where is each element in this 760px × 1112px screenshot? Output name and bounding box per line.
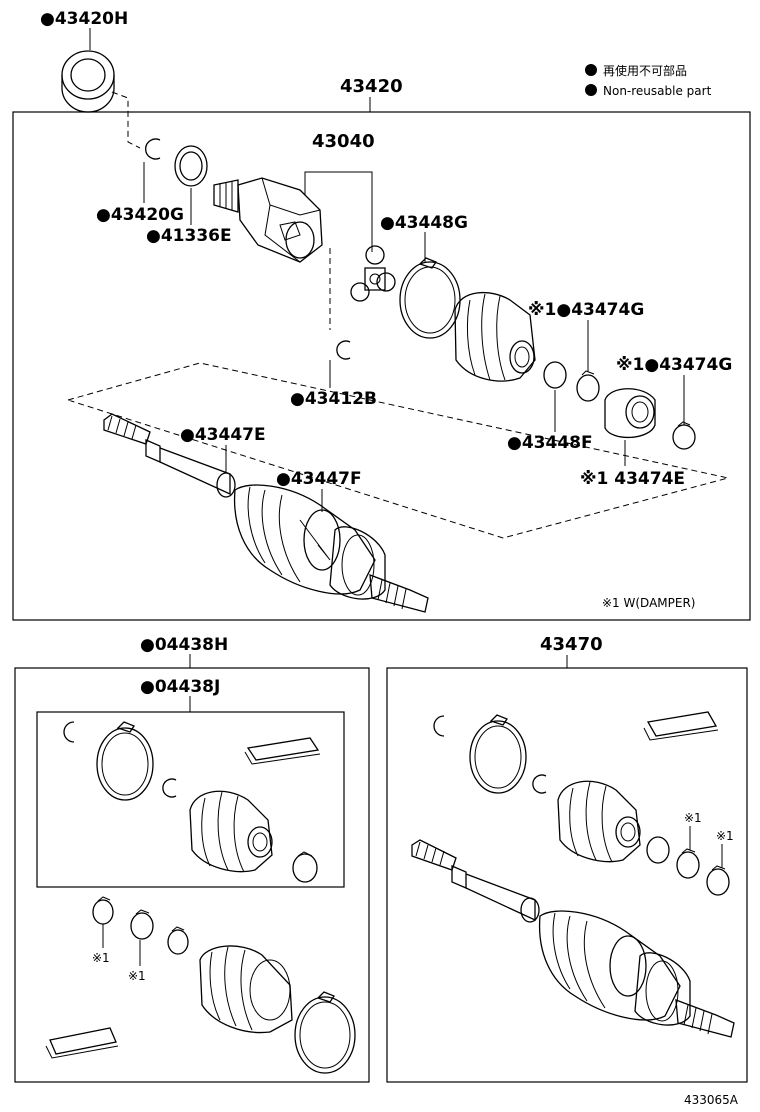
kit-04438J-parts [63, 721, 321, 883]
label-43474G-a: ※1●43474G [528, 300, 644, 320]
snap-ring-43412B [336, 340, 351, 360]
label-04438H: ●04438H [140, 635, 228, 655]
label-04438J: ●04438J [140, 677, 220, 697]
diagram-code: 433065A [684, 1093, 739, 1107]
leader-line [304, 171, 373, 252]
label-43040: 43040 [312, 131, 375, 152]
joint-housing-43040 [213, 177, 323, 263]
label-43412B: ●43412B [290, 389, 377, 409]
dashed-leader [111, 91, 141, 149]
damper-note: ※1 W(DAMPER) [602, 596, 695, 610]
note-1-d: ※1 [716, 829, 734, 843]
label-43420: 43420 [340, 76, 403, 97]
label-43448G: ●43448G [380, 213, 468, 233]
frame-04438H [14, 667, 370, 1083]
tripod-spider [350, 245, 396, 302]
label-43474E: ※1 43474E [580, 469, 685, 489]
label-43447F: ●43447F [276, 469, 362, 489]
boot-band-43448G [399, 257, 461, 339]
snap-ring-43420G [144, 138, 161, 160]
frame-04438J [36, 711, 345, 888]
kit-43470-parts [411, 711, 735, 1038]
label-43470: 43470 [540, 634, 603, 655]
label-43420H: ●43420H [40, 9, 128, 29]
frame-43420 [12, 111, 751, 621]
legend-bullet-icon [585, 64, 597, 76]
note-1-c: ※1 [684, 811, 702, 825]
inboard-boot [454, 291, 536, 382]
kit-04438H-parts [45, 896, 356, 1074]
clamp-43474G-b [672, 421, 696, 450]
label-41336E: ●41336E [146, 226, 232, 246]
clamp-43474G-a [543, 361, 600, 402]
label-43420G: ●43420G [96, 205, 184, 225]
frame-43470 [386, 667, 748, 1083]
label-43448F: ●43448F [507, 433, 593, 453]
seal-ring-43420H [61, 50, 115, 113]
drive-shaft-assembly [103, 413, 429, 613]
damper-43474E [604, 388, 656, 439]
legend-bullet-icon [585, 84, 597, 96]
label-43447E: ●43447E [180, 425, 266, 445]
legend-en: Non-reusable part [603, 84, 712, 98]
label-43474G-b: ※1●43474G [616, 355, 732, 375]
seal-41336E [174, 145, 208, 187]
note-1-a: ※1 [92, 951, 110, 965]
legend-jp: 再使用不可部品 [603, 63, 687, 78]
dashed-assembly-outline [66, 362, 729, 539]
note-1-b: ※1 [128, 969, 146, 983]
